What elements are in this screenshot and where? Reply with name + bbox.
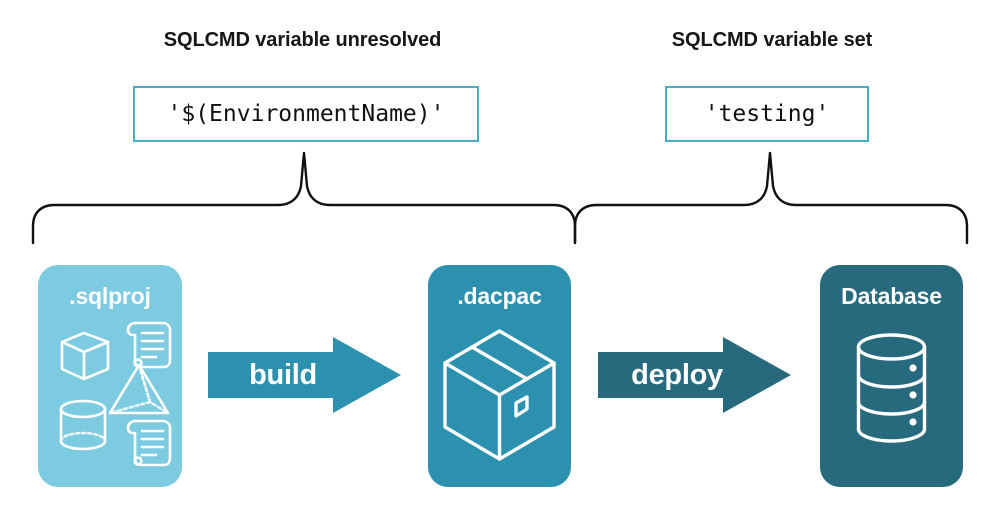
group-title-right: SQLCMD variable set	[671, 29, 873, 51]
card-sqlproj[interactable]: .sqlproj	[38, 265, 182, 487]
arrow-build: build	[208, 335, 403, 415]
card-dacpac[interactable]: .dacpac	[428, 265, 571, 487]
pyramid-icon	[108, 363, 170, 415]
card-sqlproj-artwork	[38, 317, 182, 487]
package-box-icon	[443, 329, 556, 461]
right-arrow-icon	[208, 337, 401, 413]
card-database[interactable]: Database	[820, 265, 963, 487]
cylinder-icon	[59, 399, 107, 451]
script-icon	[126, 419, 172, 467]
group-title-left: SQLCMD variable unresolved	[163, 29, 442, 51]
sqlproj-objects-group	[59, 321, 172, 467]
right-arrow-icon	[598, 337, 791, 413]
card-dacpac-label: .dacpac	[457, 283, 542, 309]
cube-icon	[60, 331, 110, 381]
script-icon	[126, 321, 172, 369]
curly-brace-icon	[31, 151, 577, 245]
card-database-artwork	[820, 317, 963, 487]
curly-brace-icon	[573, 151, 969, 245]
card-dacpac-artwork	[428, 317, 571, 487]
curly-brace-left	[30, 150, 578, 250]
code-box-unresolved-variable: '$(EnvironmentName)'	[133, 86, 479, 142]
curly-brace-right	[572, 150, 970, 250]
code-box-resolved-variable: 'testing'	[665, 86, 869, 142]
card-sqlproj-label: .sqlproj	[69, 283, 151, 309]
card-database-label: Database	[841, 283, 942, 309]
arrow-deploy: deploy	[598, 335, 793, 415]
database-cylinder-icon	[856, 333, 927, 443]
